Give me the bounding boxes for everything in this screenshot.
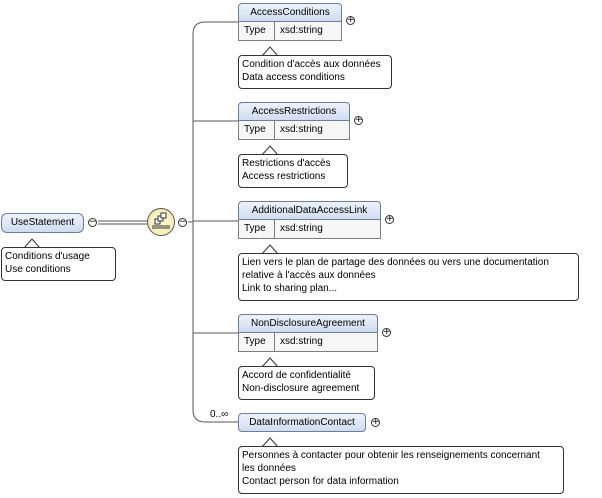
element-documentation: Restrictions d'accès Access restrictions [238, 154, 348, 188]
element-documentation: Condition d'accès aux données Data acces… [238, 55, 392, 89]
root-element-usestatement[interactable]: UseStatement [1, 213, 84, 233]
type-row: Type xsd:string [238, 220, 381, 239]
element-additionaldataaccesslink[interactable]: AdditionalDataAccessLink [238, 201, 381, 220]
element-nondisclosureagreement[interactable]: NonDisclosureAgreement [238, 314, 378, 333]
minus-icon[interactable]: − [178, 217, 187, 227]
element-datainformationcontact[interactable]: DataInformationContact [238, 413, 366, 432]
plus-icon[interactable]: + [371, 417, 380, 427]
root-element-label: UseStatement [10, 217, 75, 228]
sequence-glyph-icon [152, 212, 170, 229]
element-label: NonDisclosureAgreement [251, 318, 365, 329]
type-value: xsd:string [280, 124, 323, 135]
root-documentation: Conditions d'usage Use conditions [1, 247, 116, 281]
element-accessconditions[interactable]: AccessConditions [238, 3, 342, 22]
type-key: Type [239, 333, 275, 351]
element-label: AdditionalDataAccessLink [251, 205, 368, 216]
type-value: xsd:string [280, 25, 323, 36]
type-key: Type [239, 121, 275, 139]
minus-icon[interactable]: − [88, 217, 97, 227]
type-row: Type xsd:string [238, 22, 342, 41]
element-label: DataInformationContact [249, 417, 355, 428]
multiplicity-label: 0..∞ [210, 409, 229, 420]
plus-icon[interactable]: + [354, 115, 363, 125]
type-row: Type xsd:string [238, 121, 350, 140]
type-key: Type [239, 22, 275, 40]
sequence-compositor-icon[interactable] [147, 208, 175, 236]
element-label: AccessRestrictions [251, 106, 337, 117]
element-accessrestrictions[interactable]: AccessRestrictions [238, 102, 350, 121]
element-documentation: Lien vers le plan de partage des données… [238, 253, 579, 301]
plus-icon[interactable]: + [346, 15, 355, 25]
type-value: xsd:string [280, 336, 323, 347]
element-documentation: Accord de confidentialité Non-disclosure… [238, 366, 375, 400]
plus-icon[interactable]: + [385, 214, 394, 224]
plus-icon[interactable]: + [382, 327, 391, 337]
element-documentation: Personnes à contacter pour obtenir les r… [238, 446, 564, 494]
type-value: xsd:string [280, 223, 323, 234]
type-row: Type xsd:string [238, 333, 378, 352]
element-label: AccessConditions [250, 7, 330, 18]
type-key: Type [239, 220, 275, 238]
